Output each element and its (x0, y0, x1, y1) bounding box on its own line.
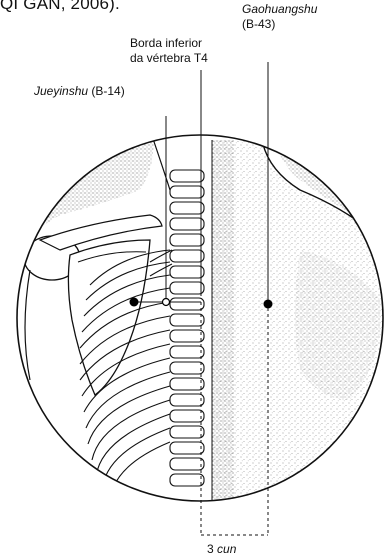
jueyinshu-label: Jueyinshu (B-14) (34, 84, 154, 99)
distance-unit: cun (217, 542, 236, 556)
gaohuangshu-label: Gaohuangshu (B-43) (242, 2, 362, 32)
figure-body (20, 120, 390, 520)
borda-line-1: Borda inferior (130, 36, 202, 50)
distance-value: 3 (207, 542, 214, 556)
jueyinshu-code: (B-14) (88, 84, 125, 98)
gaohuangshu-point (264, 300, 273, 309)
borda-line-2: da vértebra T4 (130, 51, 208, 65)
borda-label: Borda inferior da vértebra T4 (130, 36, 260, 66)
jueyinshu-name: Jueyinshu (34, 84, 88, 98)
spine (170, 170, 204, 486)
distance-label: 3 cun (207, 542, 267, 557)
gaohuangshu-code: (B-43) (242, 17, 275, 31)
gaohuangshu-name: Gaohuangshu (242, 2, 317, 16)
jueyinshu-point-left (130, 298, 139, 307)
jueyinshu-point (163, 299, 170, 306)
